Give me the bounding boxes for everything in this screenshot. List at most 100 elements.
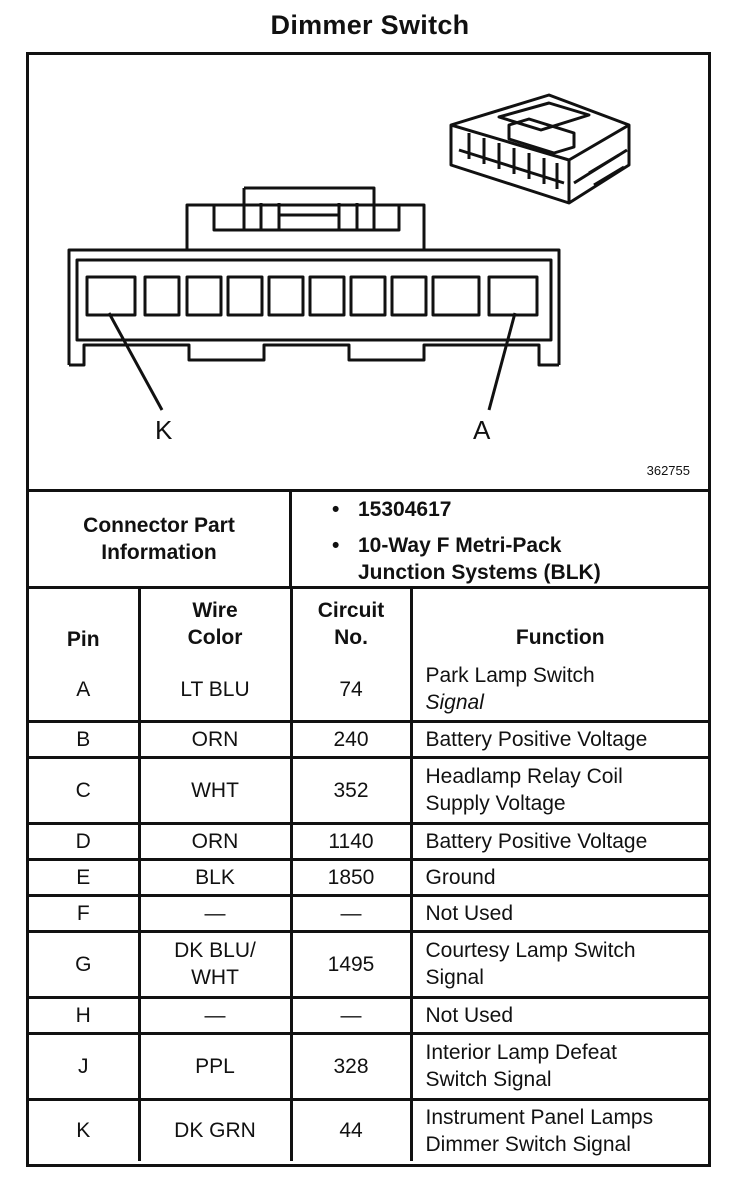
wire-color-text: —	[204, 901, 226, 925]
connector-info-label-line1: Connector Part	[83, 514, 235, 537]
function-text: Battery Positive Voltage	[425, 829, 648, 853]
pin-label-a: A	[473, 415, 491, 445]
connector-info-label: Connector Part Information	[29, 492, 292, 586]
circuit-cell: 74	[289, 659, 413, 723]
function-text: Battery Positive Voltage	[425, 727, 648, 751]
wire-color-text: WHT	[191, 778, 239, 802]
function-text: Instrument Panel Lamps	[425, 1105, 654, 1129]
header-wire-line2: Color	[187, 626, 243, 649]
wire-color-text: —	[204, 1003, 226, 1027]
connector-diagram: K A 362755	[29, 55, 708, 490]
pin-cell: J	[29, 1031, 141, 1101]
wire-color-text: DK BLU/	[174, 939, 256, 962]
wire-color-cell: —	[137, 893, 293, 933]
pin-cell: K	[29, 1097, 141, 1161]
terminal-cavities	[85, 275, 539, 317]
cavity-k	[85, 275, 137, 317]
function-text: Not Used	[425, 1003, 514, 1027]
pin-cell: B	[29, 719, 141, 759]
connector-description-line2: Junction Systems (BLK)	[358, 561, 601, 584]
function-text: Ground	[425, 865, 496, 889]
cavity-j	[143, 275, 181, 317]
table-row: B ORN 240 Battery Positive Voltage	[29, 719, 708, 759]
connector-info-list: 15304617 10-Way F Metri-Pack Junction Sy…	[292, 492, 708, 586]
function-text: Supply Voltage	[425, 792, 566, 815]
connector-part-info: Connector Part Information 15304617 10-W…	[29, 489, 708, 589]
pin-cell: F	[29, 893, 141, 933]
leader-line-k	[107, 312, 164, 411]
leader-line-a	[487, 312, 517, 411]
function-text: Not Used	[425, 901, 514, 925]
circuit-cell: 1140	[289, 821, 413, 861]
wire-color-cell: ORN	[137, 821, 293, 861]
header-pin: Pin	[29, 589, 141, 659]
wire-color-text: LT BLU	[180, 677, 250, 701]
header-circuit-line2: No.	[334, 626, 368, 649]
cavity-f	[267, 275, 305, 317]
function-cell: Not Used	[409, 893, 708, 933]
wire-color-cell: ORN	[137, 719, 293, 759]
function-text: Courtesy Lamp Switch	[425, 939, 636, 962]
header-wire-color: Wire Color	[137, 589, 293, 659]
cavity-a	[487, 275, 539, 317]
header-circuit-line1: Circuit	[317, 599, 385, 622]
header-circuit-no: Circuit No.	[289, 589, 413, 659]
function-text: Interior Lamp Defeat	[425, 1041, 617, 1064]
function-text: Switch Signal	[425, 1068, 552, 1091]
function-cell: Ground	[409, 857, 708, 897]
header-function: Function	[409, 589, 708, 659]
wire-color-cell: WHT	[137, 755, 293, 825]
circuit-cell: 1495	[289, 929, 413, 999]
function-text: Headlamp Relay Coil	[425, 765, 623, 788]
wire-color-cell: DK GRN	[137, 1097, 293, 1161]
function-cell: Battery Positive Voltage	[409, 719, 708, 759]
cavity-h	[185, 275, 223, 317]
function-cell: Not Used	[409, 995, 708, 1035]
function-text: Signal	[425, 966, 484, 989]
circuit-cell: 328	[289, 1031, 413, 1101]
cavity-g	[226, 275, 264, 317]
cavity-b	[431, 275, 481, 317]
cavity-d	[349, 275, 387, 317]
connector-face-drawing	[67, 93, 631, 411]
table-row: H——Not Used	[29, 995, 708, 1035]
pin-cell: G	[29, 929, 141, 999]
circuit-cell: 44	[289, 1097, 413, 1161]
pin-cell: E	[29, 857, 141, 897]
circuit-cell: 1850	[289, 857, 413, 897]
function-text: Signal	[425, 691, 484, 715]
page-title: Dimmer Switch	[270, 10, 470, 40]
part-number: 15304617	[292, 496, 708, 523]
function-text: Dimmer Switch Signal	[425, 1132, 631, 1156]
function-cell: Battery Positive Voltage	[409, 821, 708, 861]
connector-latch	[185, 186, 426, 250]
wire-color-text: ORN	[191, 727, 239, 751]
table-row: F — — Not Used	[29, 893, 708, 933]
connector-info-label-line2: Information	[101, 541, 217, 564]
connector-description-line1: 10-Way F Metri-Pack	[358, 534, 562, 557]
wire-color-text: ORN	[191, 829, 239, 853]
header-wire-line1: Wire	[192, 599, 238, 622]
cavity-e	[308, 275, 346, 317]
circuit-cell: 240	[289, 719, 413, 759]
wire-color-cell: BLK	[137, 857, 293, 897]
wire-color-cell: —	[137, 995, 293, 1035]
circuit-cell: —	[289, 893, 413, 933]
wire-color-text: WHT	[191, 966, 239, 989]
pin-table-header: Pin Wire Color Circuit No. Function	[29, 589, 708, 659]
pin-cell: C	[29, 755, 141, 825]
